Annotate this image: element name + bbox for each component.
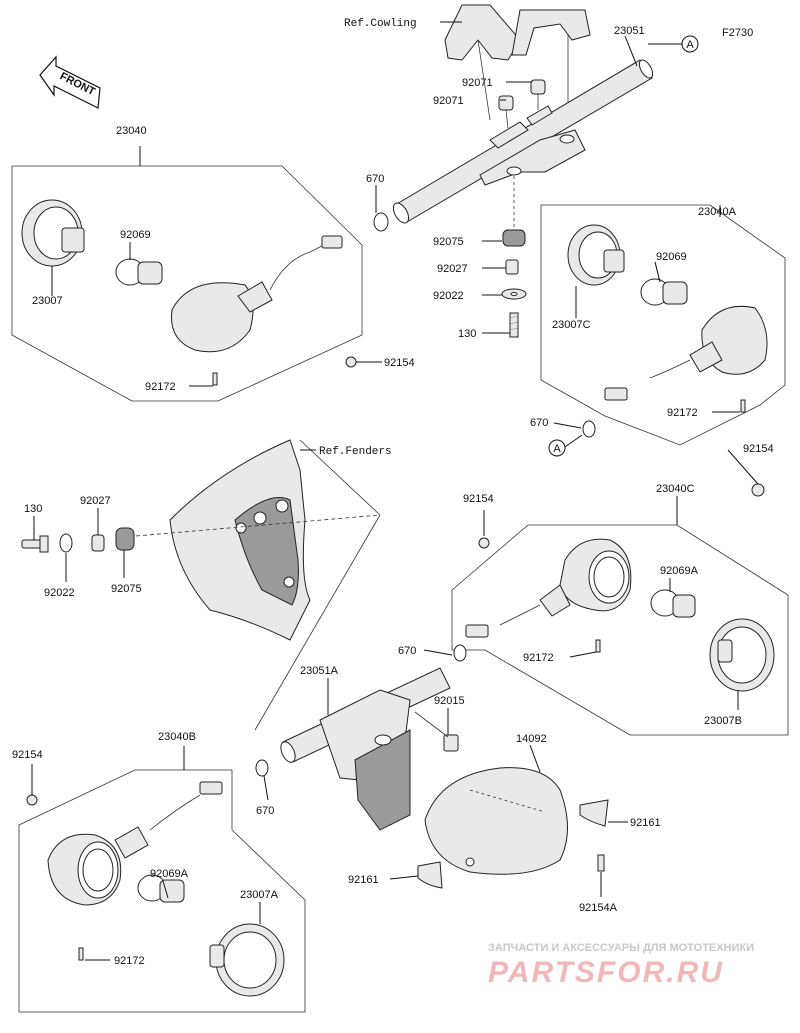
label-23007A: 23007A [240,889,279,901]
figure-code: F2730 [722,27,753,39]
label-92154-tl: 92154 [384,357,415,369]
label-92069-r: 92069 [656,251,687,263]
label-23040C: 23040C [656,483,695,495]
label-670-r: 670 [530,417,548,429]
label-23007C: 23007C [552,319,591,331]
part-labels: F2730 Ref.Cowling Ref.Fenders 23051 9207… [12,18,774,967]
label-23051A: 23051A [300,665,339,677]
watermark: ЗАПЧАСТИ И АКСЕССУАРЫ ДЛЯ МОТОТЕХНИКИ PA… [488,942,754,989]
label-23040A: 23040A [698,206,737,218]
label-92172-bl: 92172 [114,955,145,967]
front-direction-arrow: FRONT [39,55,101,109]
label-92069A-r: 92069A [660,565,699,577]
label-92069A-bl: 92069A [150,868,189,880]
watermark-logo: PARTSFOR.RU [488,956,724,989]
mount-hardware-stack [501,176,527,338]
ref-cowling-label: Ref.Cowling [344,18,417,30]
callout-A-right: A [548,439,566,457]
label-92075-top: 92075 [433,236,464,248]
callout-A-top: A [681,35,699,53]
label-92154-mid: 92154 [463,493,494,505]
cowling-bracket-illustration [444,4,591,121]
label-92069-tl: 92069 [120,229,151,241]
cover-14092 [417,767,609,889]
label-23040: 23040 [116,125,147,137]
label-92071-a: 92071 [462,77,493,89]
label-92022-left: 92022 [44,587,75,599]
label-130-top: 130 [458,328,476,340]
label-670-top: 670 [366,173,384,185]
left-mount-hardware [21,527,135,553]
label-670-mid: 670 [398,645,416,657]
rear-fender-bracket [135,439,381,731]
callout-A-right-text: A [553,443,561,455]
label-92027-left: 92027 [80,495,111,507]
grommet-92071-parts [498,79,546,129]
label-92172-mid: 92172 [523,652,554,664]
label-92027-top: 92027 [437,263,468,275]
label-92172-r: 92172 [667,407,698,419]
leader-lines [31,21,759,961]
ref-fenders-label: Ref.Fenders [319,446,392,458]
turn-signal-assembly-23040B [18,759,306,1013]
watermark-tagline: ЗАПЧАСТИ И АКСЕССУАРЫ ДЛЯ МОТОТЕХНИКИ [488,942,754,954]
turn-signal-assembly-23040A [540,204,786,497]
label-92154-bl: 92154 [12,749,43,761]
label-92161-l: 92161 [348,874,379,886]
label-92172-tl: 92172 [145,381,176,393]
label-23051: 23051 [614,25,645,37]
label-92015: 92015 [434,695,465,707]
turn-signal-assembly-23040 [11,165,389,402]
turn-signal-stay-tube [392,59,654,224]
label-92154A: 92154A [579,902,618,914]
callout-A-top-text: A [686,39,694,51]
label-670-bl: 670 [256,805,274,817]
label-23040B: 23040B [158,731,196,743]
label-23007: 23007 [32,295,63,307]
label-23007B: 23007B [704,715,742,727]
label-92071-b: 92071 [433,95,464,107]
label-92075-left: 92075 [111,583,142,595]
label-92154-r: 92154 [743,443,774,455]
label-92161-r: 92161 [630,817,661,829]
label-130-left: 130 [24,503,42,515]
label-14092: 14092 [516,733,547,745]
label-92022-top: 92022 [433,290,464,302]
turn-signal-stay-tube-23051A [280,644,467,831]
